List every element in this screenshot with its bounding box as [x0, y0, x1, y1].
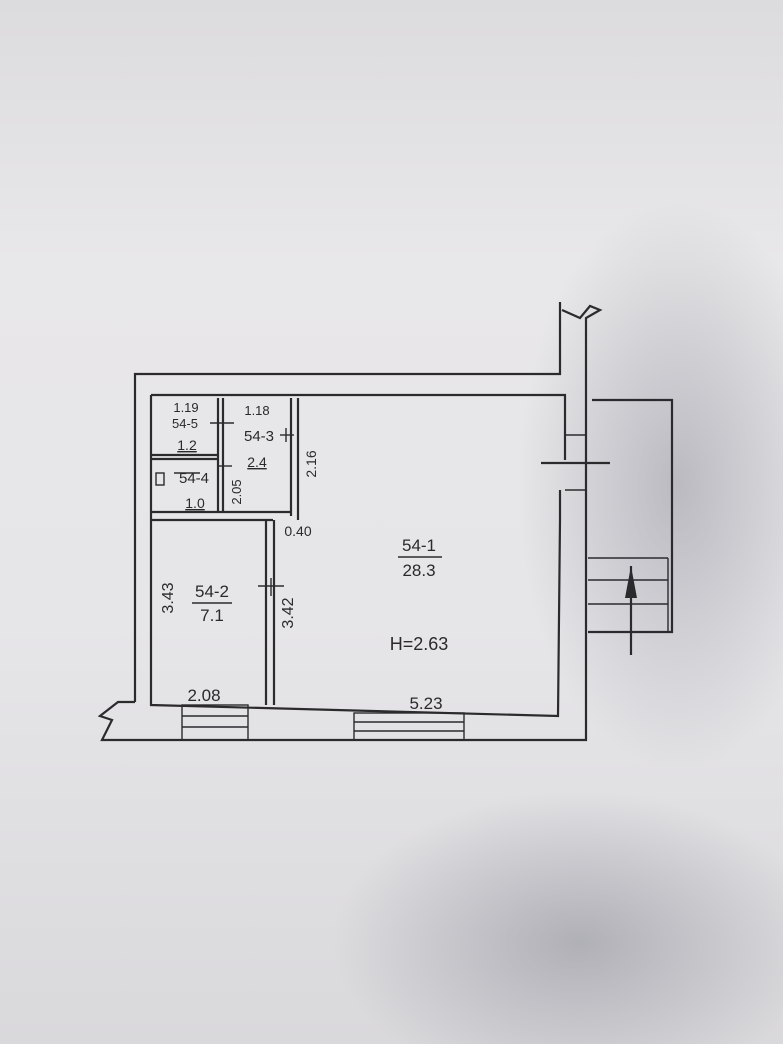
room-number-54-5: 54-5 — [172, 416, 198, 431]
room-area-54-1: 28.3 — [402, 561, 435, 580]
labels: 54-5 1.2 1.19 1.18 54-3 2.4 54-4 1.0 2.1… — [160, 400, 448, 713]
room-area-54-3: 2.4 — [247, 454, 267, 470]
room-number-54-2: 54-2 — [195, 582, 229, 601]
room-number-54-4: 54-4 — [179, 470, 209, 487]
dim-2-05: 2.05 — [229, 479, 244, 504]
dimension-ticks — [174, 422, 294, 596]
room-area-54-2: 7.1 — [200, 606, 224, 625]
dim-1-19: 1.19 — [173, 400, 198, 415]
room-area-54-5: 1.2 — [177, 437, 197, 453]
shadow-right — [520, 205, 783, 765]
ceiling-height: H=2.63 — [390, 634, 449, 654]
windows — [181, 704, 465, 741]
room-number-54-1: 54-1 — [402, 536, 436, 555]
dim-1-18: 1.18 — [244, 403, 269, 418]
dim-3-42: 3.42 — [280, 597, 297, 628]
partitions — [151, 398, 300, 705]
entry-arrow-icon — [625, 566, 637, 598]
outer-walls — [97, 302, 610, 742]
dim-5-23: 5.23 — [409, 694, 442, 713]
dim-2-16: 2.16 — [303, 450, 319, 477]
shadow-bottom — [330, 790, 783, 1044]
room-area-54-4: 1.0 — [185, 495, 205, 511]
dim-2-08: 2.08 — [187, 686, 220, 705]
room-number-54-3: 54-3 — [244, 428, 274, 445]
dim-0-40: 0.40 — [284, 523, 311, 539]
porch-stairs — [588, 398, 674, 655]
dim-3-43: 3.43 — [160, 582, 177, 613]
